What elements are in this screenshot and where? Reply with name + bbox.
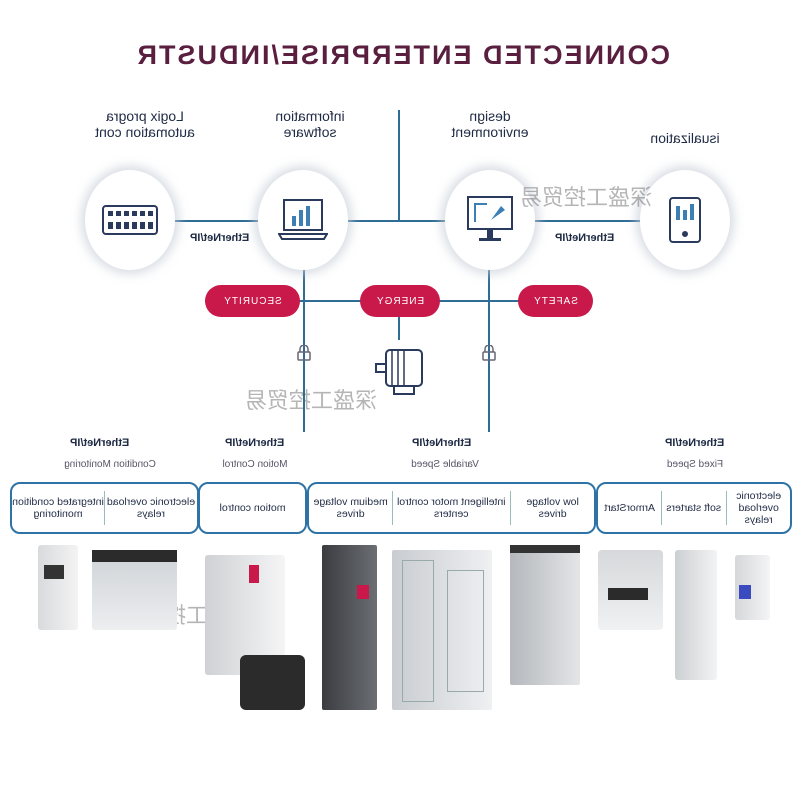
network-line-top: [160, 220, 700, 222]
category-fixed-speed: ArmorStart soft starters electronic over…: [596, 482, 792, 534]
section-subtitle-condition: Condition Monitoring: [64, 459, 156, 470]
divider: [104, 491, 105, 525]
network-drop-3: [488, 222, 490, 432]
divider: [392, 491, 394, 525]
divider: [725, 491, 727, 525]
lock-icon: [297, 345, 311, 361]
network-drop-2: [303, 222, 305, 432]
laptop-chart-icon: [278, 199, 328, 240]
category-item[interactable]: electronic overload relays: [735, 490, 781, 526]
product-mv-drive: [322, 545, 377, 710]
network-drop-4: [398, 300, 400, 340]
product-armorstart: [598, 550, 663, 630]
product-condition-monitor: [92, 550, 177, 630]
node-label-visualization: isualization: [650, 130, 720, 146]
product-overload-relay-2: [735, 555, 770, 620]
product-overload-relay: [38, 545, 78, 630]
ethernet-ip-label: EtherNet/IP: [555, 232, 615, 244]
category-item[interactable]: electronic overload relays: [106, 496, 196, 520]
section-subtitle-motion: Motion Control: [222, 459, 288, 470]
node-controller[interactable]: [85, 170, 175, 270]
watermark: 深盛工控贸易: [245, 388, 378, 413]
node-label-design: design environment: [451, 108, 529, 140]
product-mcc: [392, 550, 492, 710]
divider: [661, 491, 663, 525]
lock-icon: [482, 345, 496, 361]
ethernet-ip-label: EtherNet/IP: [412, 437, 472, 449]
watermark: 深盛工控贸易: [520, 185, 653, 210]
product-soft-starter: [675, 550, 717, 680]
ethernet-ip-label: EtherNet/IP: [225, 437, 285, 449]
ethernet-ip-label: EtherNet/IP: [190, 232, 250, 244]
ethernet-ip-label: EtherNet/IP: [665, 437, 725, 449]
category-motion-control: motion control: [198, 482, 307, 534]
security-pill[interactable]: SECURITY: [205, 285, 300, 317]
category-item[interactable]: ArmorStart: [604, 502, 656, 514]
ethernet-ip-label: EtherNet/IP: [70, 437, 130, 449]
product-servo-motor: [240, 655, 305, 710]
tablet-icon: [669, 197, 701, 243]
motor-icon: [375, 349, 423, 395]
category-condition-monitoring: integrated condition monitoring electron…: [10, 482, 199, 534]
safety-pill[interactable]: SAFETY: [518, 285, 593, 317]
section-subtitle-fixed: Fixed Speed: [666, 459, 724, 470]
divider: [509, 491, 511, 525]
monitor-design-icon: [467, 196, 513, 241]
node-software[interactable]: [258, 170, 348, 270]
energy-pill[interactable]: ENERGY: [360, 285, 440, 317]
page-title: CONNECTED ENTERPRISE/INDUSTR: [135, 40, 670, 70]
section-subtitle-variable: Variable Speed: [411, 459, 479, 470]
node-label-software: information software: [275, 108, 345, 140]
network-drop-1: [398, 110, 400, 220]
category-item[interactable]: medium voltage drives: [313, 496, 388, 520]
category-item[interactable]: low voltage drives: [526, 496, 579, 520]
plc-icon: [102, 205, 158, 235]
category-item[interactable]: soft starters: [666, 502, 722, 514]
category-variable-speed: medium voltage drives intelligent motor …: [307, 482, 596, 534]
category-item[interactable]: integrated condition monitoring: [12, 496, 104, 520]
product-lv-drive: [510, 545, 580, 685]
category-item[interactable]: intelligent motor control centers: [397, 496, 506, 520]
category-item[interactable]: motion control: [219, 502, 286, 514]
node-visualization[interactable]: [640, 170, 730, 270]
node-design[interactable]: [445, 170, 535, 270]
node-label-controller: Logix progra automation cont: [95, 108, 195, 140]
